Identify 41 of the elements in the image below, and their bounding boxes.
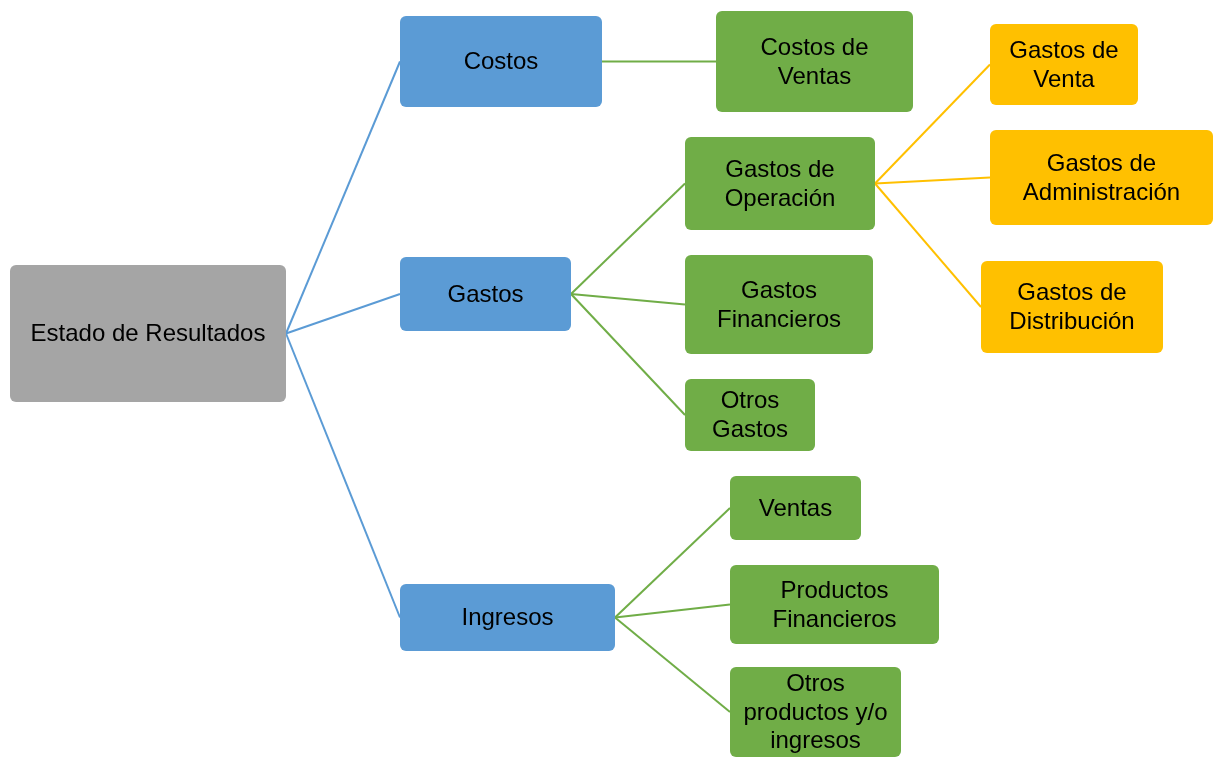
node-box: [400, 257, 571, 331]
node-box: [685, 255, 873, 354]
node-box: [400, 16, 602, 107]
node-box: [10, 265, 286, 402]
connector-line: [614, 507, 731, 619]
connector-line: [285, 332, 401, 619]
node-label: Ingresos: [461, 603, 554, 632]
node-box: [685, 137, 875, 230]
connector-line: [874, 63, 991, 185]
connector-line: [570, 293, 686, 416]
connector-line: [570, 293, 686, 306]
node-label: Estado de Resultados: [30, 319, 266, 348]
node-box: [990, 24, 1138, 105]
connector-line: [874, 176, 991, 185]
node-label: Productos Financieros: [771, 575, 898, 634]
connector-line: [570, 182, 686, 295]
node-label: Otros productos y/o ingresos: [742, 668, 889, 756]
node-box: [990, 130, 1213, 225]
connector-line: [601, 60, 717, 63]
node-label: Gastos: [447, 279, 524, 309]
connector-line: [874, 182, 982, 308]
node-box: [981, 261, 1163, 353]
connector-line: [614, 616, 731, 713]
node-box: [685, 379, 815, 451]
node-box: [730, 667, 901, 757]
node-label: Ventas: [758, 493, 833, 523]
node-box: [716, 11, 913, 112]
node-label: Costos: [463, 47, 539, 76]
node-label: Costos de Ventas: [759, 32, 870, 91]
node-box: [400, 584, 615, 651]
connector-line: [285, 60, 401, 335]
node-label: Gastos de Administración: [1021, 148, 1182, 207]
connector-line: [614, 603, 731, 619]
node-label: Otros Gastos: [711, 386, 789, 444]
node-label: Gastos de Distribución: [1008, 278, 1136, 336]
node-box: [730, 565, 939, 644]
node-label: Gastos de Venta: [1008, 35, 1120, 94]
node-label: Gastos de Operación: [723, 154, 837, 213]
node-label: Gastos Financieros: [715, 275, 843, 334]
node-box: [730, 476, 861, 540]
connector-line: [285, 293, 401, 335]
